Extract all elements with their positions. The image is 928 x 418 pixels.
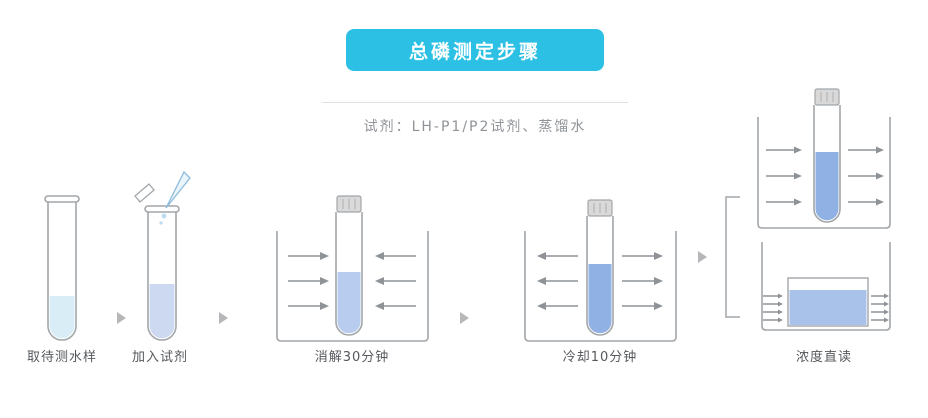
tube-rim bbox=[44, 195, 80, 203]
sample-test-tube-icon bbox=[44, 195, 80, 341]
reagent-liquid bbox=[149, 284, 175, 339]
tube-rim bbox=[144, 205, 180, 213]
heat-in-arrows-icon bbox=[288, 252, 416, 310]
reagent-subtitle: 试剂：LH-P1/P2试剂、蒸馏水 bbox=[363, 119, 587, 135]
light-path-arrows-icon bbox=[766, 146, 884, 206]
tube-reading-cell-icon bbox=[757, 88, 891, 229]
page-title: 总磷测定步骤 bbox=[346, 29, 604, 71]
reading-liquid bbox=[815, 152, 839, 221]
droplet-icon bbox=[159, 221, 163, 225]
cuvette-reading-cell-icon bbox=[761, 242, 891, 331]
pipette-icon bbox=[165, 170, 191, 209]
step5-label: 浓度直读 bbox=[795, 350, 853, 365]
divider-line bbox=[322, 102, 628, 103]
light-path-small-arrows-icon bbox=[763, 293, 889, 323]
cooling-beaker-icon bbox=[524, 199, 677, 342]
step-separator-2-icon bbox=[219, 312, 228, 324]
step-separator-4-icon bbox=[698, 251, 707, 263]
sample-liquid bbox=[49, 296, 75, 339]
cell-outline bbox=[761, 242, 891, 331]
heat-out-arrows-icon bbox=[537, 252, 663, 310]
step2-label: 加入试剂 bbox=[131, 350, 189, 365]
beaker-outline bbox=[524, 231, 677, 342]
step4-label: 冷却10分钟 bbox=[562, 350, 638, 365]
cuvette-liquid bbox=[789, 290, 867, 325]
digestion-beaker-icon bbox=[276, 195, 429, 342]
step-separator-3-icon bbox=[460, 312, 469, 324]
grouping-bracket-icon bbox=[725, 196, 740, 318]
open-cap-icon bbox=[134, 183, 155, 203]
reagent-test-tube-icon bbox=[134, 170, 191, 341]
digest-liquid bbox=[337, 272, 361, 334]
step-separator-1-icon bbox=[117, 312, 126, 324]
cell-outline bbox=[757, 117, 891, 229]
droplet-icon bbox=[161, 213, 167, 219]
beaker-outline bbox=[276, 231, 429, 342]
step3-label: 消解30分钟 bbox=[314, 350, 390, 365]
step1-label: 取待测水样 bbox=[26, 350, 98, 365]
cooled-liquid bbox=[588, 264, 612, 334]
